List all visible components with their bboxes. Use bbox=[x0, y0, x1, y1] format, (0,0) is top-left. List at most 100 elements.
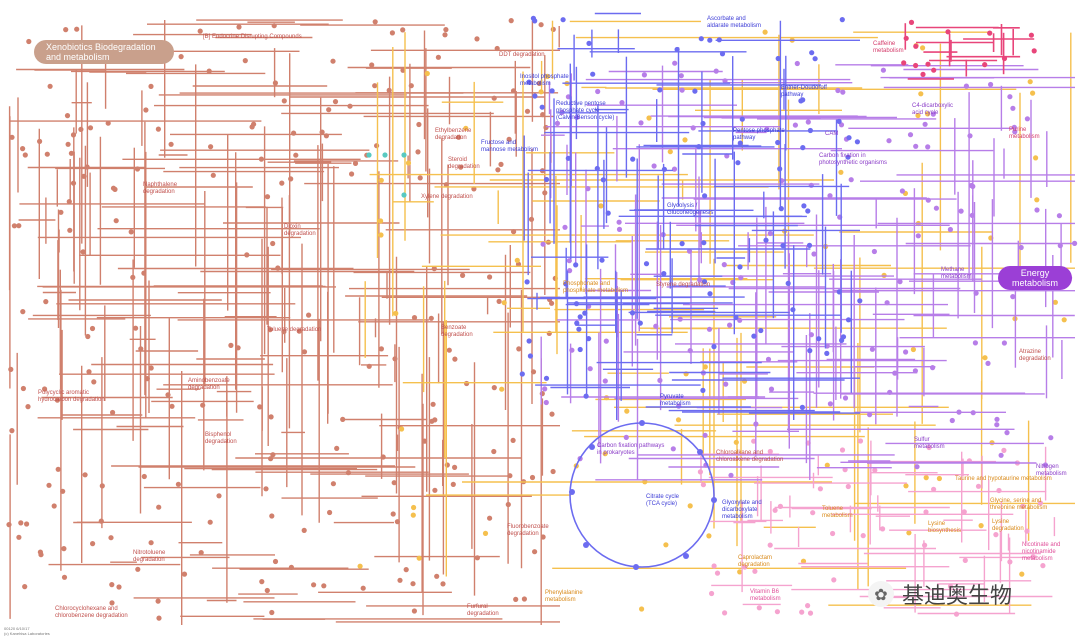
label-chloroalkane[interactable]: Chloroalkane and chloroalkene degradatio… bbox=[716, 450, 784, 463]
energy-category-badge[interactable]: Energy metabolism bbox=[998, 266, 1072, 290]
label-glycine[interactable]: Glycine, serine and threonine metabolism bbox=[990, 498, 1048, 511]
compound-node bbox=[910, 346, 917, 353]
compound-node bbox=[737, 140, 743, 146]
compound-node bbox=[722, 78, 728, 84]
compound-node bbox=[141, 473, 147, 480]
compound-node bbox=[416, 555, 422, 561]
label-c4[interactable]: C4-dicarboxylic acid cycle bbox=[912, 103, 954, 116]
label-carbon-fix-photo[interactable]: Carbon fixation in photosynthetic organi… bbox=[819, 153, 888, 166]
compound-node bbox=[521, 596, 528, 602]
label-pyruvate[interactable]: Pyruvate metabolism bbox=[660, 394, 691, 407]
label-dioxin[interactable]: Dioxin degradation bbox=[284, 224, 316, 237]
compound-node bbox=[42, 386, 48, 392]
label-carbon-fix-prok[interactable]: Carbon fixation pathways in prokaryotes bbox=[597, 443, 665, 456]
compound-node bbox=[638, 120, 644, 126]
compound-node bbox=[811, 251, 817, 257]
label-sulfur[interactable]: Sulfur metabolism bbox=[914, 437, 945, 450]
label-steroid[interactable]: Steroid degradation bbox=[448, 157, 480, 170]
label-toluene-metabolism[interactable]: Toluene metabolism bbox=[822, 506, 853, 519]
compound-node bbox=[258, 156, 264, 162]
label-pah[interactable]: Polycyclic aromatic hydrocarbon degradat… bbox=[38, 390, 105, 403]
label-reductive-pentose[interactable]: Reductive pentose phosphate cycle (Calvi… bbox=[556, 101, 615, 121]
compound-node bbox=[524, 108, 531, 114]
label-nitrogen[interactable]: Nitrogen metabolism bbox=[1036, 464, 1067, 477]
compound-node bbox=[61, 546, 67, 552]
compound-node bbox=[70, 180, 77, 186]
label-aminobenzoate[interactable]: Aminobenzoate degradation bbox=[188, 378, 230, 391]
label-atrazine[interactable]: Atrazine degradation bbox=[1019, 349, 1051, 362]
label-lysine-biosynthesis[interactable]: Lysine biosynthesis bbox=[928, 521, 962, 534]
compound-node bbox=[806, 242, 813, 248]
label-glycolysis[interactable]: Glycolysis / Gluconeogenesis bbox=[667, 203, 714, 216]
compound-node bbox=[674, 46, 680, 53]
label-pentose-phosphate[interactable]: Pentose phosphate pathway bbox=[733, 128, 785, 141]
label-taurine[interactable]: Taurine and hypotaurine metabolism bbox=[955, 476, 1052, 482]
label-citrate[interactable]: Citrate cycle (TCA cycle) bbox=[646, 494, 680, 507]
compound-node bbox=[197, 28, 203, 34]
compound-node bbox=[913, 143, 919, 149]
label-phosphonate[interactable]: Phosphonate and phosphinate metabolism bbox=[563, 281, 629, 294]
label-styrene[interactable]: Styrene degradation bbox=[656, 282, 711, 288]
compound-node bbox=[737, 264, 743, 270]
compound-node bbox=[456, 134, 462, 140]
label-xylene[interactable]: Xylene degradation bbox=[421, 194, 473, 200]
label-endocrine[interactable]: [B] Endocrine Disrupting Compounds bbox=[203, 34, 302, 40]
label-toluene[interactable]: Toluene degradation bbox=[267, 327, 322, 333]
compound-node bbox=[739, 116, 745, 122]
compound-node bbox=[6, 522, 12, 528]
label-ddt[interactable]: DDT degradation bbox=[499, 52, 545, 58]
compound-node bbox=[326, 107, 332, 113]
label-glyoxylate[interactable]: Glyoxylate and dicarboxylate metabolism bbox=[722, 500, 762, 520]
tca-compound-node bbox=[583, 542, 589, 548]
compound-node bbox=[624, 408, 630, 414]
compound-node bbox=[109, 582, 115, 588]
watermark-text: 基迪奥生物 bbox=[902, 584, 1013, 609]
compound-node bbox=[670, 446, 676, 452]
label-inositol[interactable]: Inositol phosphate metabolism bbox=[520, 74, 569, 87]
compound-node bbox=[1007, 559, 1013, 565]
label-fructose[interactable]: Fructose and mannose metabolism bbox=[481, 140, 539, 153]
label-benzoate[interactable]: Benzoate degradation bbox=[441, 325, 473, 338]
compound-node bbox=[792, 122, 799, 128]
compound-node bbox=[156, 615, 162, 621]
label-purine[interactable]: Purine metabolism bbox=[1009, 127, 1040, 140]
caffeine-network bbox=[901, 19, 1037, 80]
label-furfural[interactable]: Furfural degradation bbox=[467, 604, 499, 617]
label-nicotinate[interactable]: Nicotinate and nicotinamide metabolism bbox=[1022, 542, 1061, 562]
label-nitrotoluene[interactable]: Nitrotoluene degradation bbox=[133, 550, 166, 563]
label-vitamin-b6[interactable]: Vitamin B6 metabolism bbox=[750, 589, 781, 602]
label-lysine-degradation[interactable]: Lysine degradation bbox=[992, 519, 1024, 532]
compound-node bbox=[271, 23, 277, 29]
compound-node bbox=[549, 88, 555, 94]
label-caffeine[interactable]: Caffeine metabolism bbox=[873, 41, 904, 54]
compound-node bbox=[417, 175, 423, 181]
label-entner[interactable]: Entner-Doudoroff pathway bbox=[781, 85, 827, 98]
label-caprolactam[interactable]: Caprolactam degradation bbox=[738, 555, 773, 568]
compound-node bbox=[85, 333, 91, 340]
label-ascorbate[interactable]: Ascorbate and aldarate metabolism bbox=[707, 16, 762, 29]
compound-node bbox=[810, 510, 816, 516]
label-phenylalanine[interactable]: Phenylalanine metabolism bbox=[545, 590, 583, 603]
compound-node bbox=[399, 426, 405, 432]
compound-node bbox=[397, 577, 403, 583]
compound-node bbox=[514, 257, 520, 263]
compound-node bbox=[519, 371, 525, 377]
compound-node bbox=[542, 190, 548, 196]
compound-node bbox=[728, 472, 734, 478]
compound-node bbox=[845, 154, 851, 160]
compound-node bbox=[836, 289, 842, 295]
label-bisphenol[interactable]: Bisphenol degradation bbox=[205, 432, 237, 445]
label-methane[interactable]: Methane metabolism bbox=[941, 267, 972, 280]
compound-node bbox=[540, 241, 546, 247]
compound-node bbox=[532, 18, 538, 24]
compound-node bbox=[25, 404, 31, 410]
highlighted-compound-node bbox=[366, 152, 372, 158]
compound-node bbox=[599, 257, 605, 263]
compound-node bbox=[679, 241, 685, 247]
label-chlorocyclohexane[interactable]: Chlorocyclohexane and chlorobenzene degr… bbox=[55, 606, 128, 619]
label-ethylbenzene[interactable]: Ethylbenzene degradation bbox=[435, 128, 472, 141]
xenobiotics-category-badge[interactable]: Xenobiotics Biodegradation and metabolis… bbox=[34, 40, 174, 64]
label-fluorobenzoate[interactable]: Fluorobenzoate degradation bbox=[507, 524, 549, 537]
label-cam[interactable]: CAM bbox=[825, 131, 839, 137]
label-naphthalene[interactable]: Naphthalene degradation bbox=[143, 182, 178, 195]
